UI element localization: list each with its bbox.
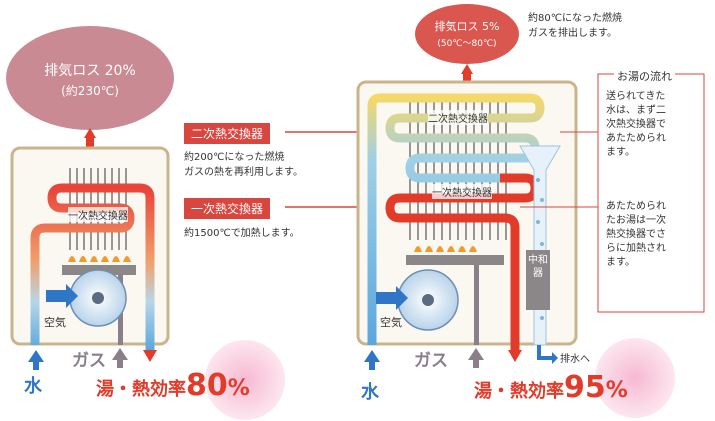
left-water-label: 水 [24, 376, 42, 397]
right-efficiency-unit: % [605, 378, 628, 403]
right-exhaust-arrow [461, 64, 473, 74]
right-gas-label: ガス [414, 351, 448, 371]
right-gas-arrow [468, 348, 484, 360]
primary-hx-tag: 一次熱交換器 [184, 198, 271, 219]
right-exhaust-temp-label: (50℃～80℃) [437, 39, 497, 49]
flow-box-frame [597, 73, 705, 313]
flow-box-para2-2: たお湯は一次 [606, 215, 666, 226]
flow-box-para2-3: 熱交換器でさ [606, 229, 666, 240]
right-gas-pipe [474, 265, 479, 345]
secondary-hx-tag: 二次熱交換器 [184, 123, 271, 144]
right-air-label: 空気 [380, 316, 402, 329]
primary-hx-note: 約1500℃で加熱します。 [184, 228, 300, 239]
neutralizer-box [526, 250, 550, 310]
right-exhaust-note-1: 約80℃になった燃焼 [528, 13, 622, 24]
left-exhaust-loss-label: 排気ロス 20% [44, 63, 136, 79]
flow-box-para1-2: 水は、まず二 [606, 105, 666, 116]
neutralizer-label: 中和器 [528, 255, 548, 279]
flow-box-para1-4: あたためられ [606, 133, 666, 144]
right-air-arrow [376, 286, 408, 310]
left-exhaust-temp-label: (約230℃) [61, 84, 119, 98]
right-efficiency: 湯・熱効率95% [474, 370, 628, 405]
left-exhaust-stem [86, 137, 94, 147]
right-hx-pipe [367, 93, 545, 345]
right-exhaust-note-2: ガスを排出します。 [528, 28, 617, 39]
left-burner-flames [68, 256, 131, 262]
left-air-arrow [46, 284, 78, 308]
flow-box-para2-5: ます。 [606, 257, 635, 268]
right-hot-water-arrow [508, 350, 522, 362]
left-gas-arrow [112, 348, 128, 360]
left-water-arrow [28, 350, 44, 362]
right-exhaust-cloud [415, 4, 519, 64]
right-primary-hx-inner: 一次熱交換器 [432, 184, 492, 199]
right-water-label: 水 [361, 382, 379, 403]
flow-box-title: お湯の流れ [614, 68, 675, 84]
secondary-hx-note-2: ガスの熱を再利用します。 [184, 167, 303, 178]
drain-arrow [537, 345, 558, 364]
right-burner-plate [406, 255, 504, 265]
left-gas-label: ガス [72, 351, 106, 371]
left-hot-water-arrow [143, 350, 157, 362]
left-efficiency-bubble [205, 340, 285, 420]
flow-box-para1-3: 次熱交換器で [606, 119, 666, 130]
left-exhaust-cloud [6, 26, 174, 130]
left-air-label: 空気 [44, 316, 66, 329]
left-efficiency-prefix: 湯・熱効率 [96, 379, 186, 400]
flow-box-para1-5: ます。 [606, 147, 635, 158]
flow-box-para2-1: あたためられ [606, 201, 666, 212]
flow-box-para2-4: らに加熱され [606, 243, 666, 254]
right-efficiency-bubble [595, 338, 675, 418]
right-efficiency-prefix: 湯・熱効率 [474, 381, 564, 402]
condensate-funnel [519, 145, 561, 346]
right-efficiency-value: 95 [564, 370, 606, 405]
flow-box-para1-1: 送られてきた [606, 91, 666, 102]
left-efficiency-unit: % [227, 376, 250, 401]
drain-label: 排水へ [560, 354, 590, 365]
left-exhaust-arrow [84, 128, 96, 138]
left-efficiency: 湯・熱効率80% [96, 368, 250, 403]
right-burner-flames [414, 246, 477, 252]
right-water-arrow [364, 350, 380, 362]
left-hx-label: 一次熱交換器 [68, 207, 128, 222]
right-secondary-hx-inner: 二次熱交換器 [428, 110, 488, 125]
secondary-hx-note-1: 約200℃になった燃焼 [184, 152, 285, 163]
right-exhaust-loss-label: 排気ロス 5% [434, 20, 500, 33]
left-efficiency-value: 80 [186, 368, 228, 403]
